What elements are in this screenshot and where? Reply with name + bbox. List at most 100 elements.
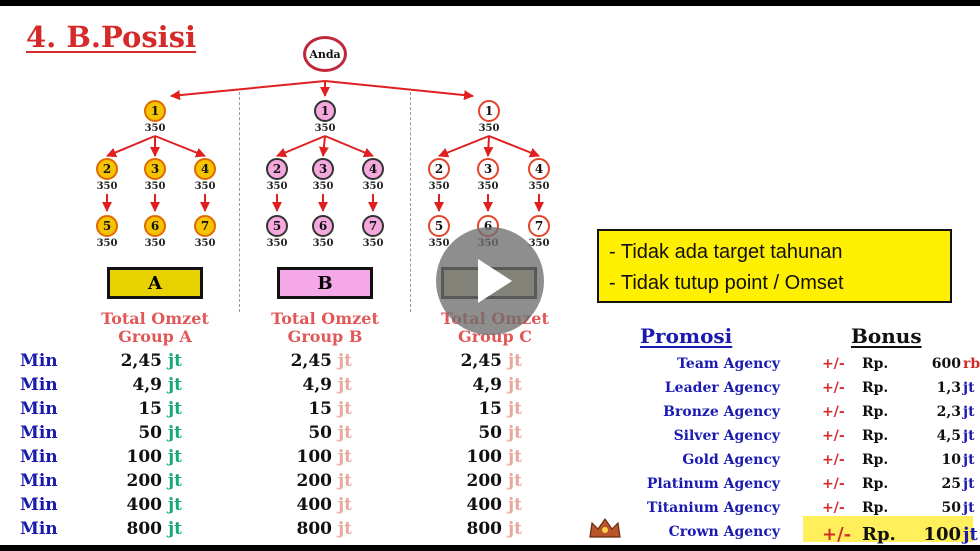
omzet-amount: 400 [126, 495, 163, 515]
omzet-line: Group A [118, 327, 192, 346]
omzet-amount: 200 [126, 471, 163, 491]
node-points: 350 [96, 238, 118, 249]
promotion-name: Leader Agency [664, 380, 780, 396]
omzet-line: Total Omzet [271, 309, 379, 328]
level2-arrow [324, 135, 374, 158]
unit-label: jt [338, 495, 353, 515]
min-label: Min [20, 447, 58, 467]
currency-label: Rp. [862, 476, 889, 492]
omzet-amount: 100 [126, 447, 163, 467]
currency-label: Rp. [862, 356, 889, 372]
bonus-value: 100 [923, 524, 961, 545]
level2-arrow [276, 135, 326, 158]
node-points: 350 [96, 181, 118, 192]
bonus-value: 25 [941, 476, 961, 492]
plus-minus: +/- [822, 452, 845, 468]
unit-label: jt [338, 519, 353, 539]
omzet-amount: 15 [138, 399, 162, 419]
min-label: Min [20, 375, 58, 395]
currency-label: Rp. [862, 428, 889, 444]
group-divider [410, 92, 411, 312]
promotion-name: Silver Agency [673, 428, 780, 444]
bonus-header: Bonus [851, 324, 922, 348]
tree-node: 3 [312, 158, 334, 180]
bonus-unit: jt [963, 500, 975, 516]
tree-node: 2 [266, 158, 288, 180]
omzet-amount: 50 [308, 423, 332, 443]
promosi-header: Promosi [640, 324, 733, 348]
tree-node: 7 [362, 215, 384, 237]
tree-node: 7 [528, 215, 550, 237]
node-points: 350 [478, 123, 500, 134]
play-icon[interactable] [436, 227, 544, 335]
plus-minus: +/- [822, 524, 852, 545]
promotion-name: Crown Agency [668, 524, 780, 540]
promotion-name: Titanium Agency [646, 500, 780, 516]
node-points: 350 [266, 238, 288, 249]
min-label: Min [20, 399, 58, 419]
node-points: 350 [362, 238, 384, 249]
omzet-amount: 200 [296, 471, 333, 491]
promotion-name: Platinum Agency [646, 476, 780, 492]
unit-label: jt [168, 519, 183, 539]
bonus-value: 2,3 [936, 404, 961, 420]
omzet-line: Total Omzet [101, 309, 209, 328]
tree-node: 1 [314, 100, 336, 122]
tree-node: 4 [528, 158, 550, 180]
omzet-amount: 400 [296, 495, 333, 515]
min-label: Min [20, 495, 58, 515]
omzet-amount: 4,9 [472, 375, 502, 395]
omzet-amount: 800 [466, 519, 503, 539]
node-points: 350 [266, 181, 288, 192]
omzet-amount: 800 [296, 519, 333, 539]
unit-label: jt [168, 375, 183, 395]
bonus-unit: jt [963, 524, 978, 545]
level2-arrow [318, 135, 329, 157]
omzet-amount: 50 [478, 423, 502, 443]
tree-node: 1 [144, 100, 166, 122]
unit-label: jt [338, 375, 353, 395]
min-label: Min [20, 471, 58, 491]
level2-arrow [488, 135, 540, 158]
unit-label: jt [338, 399, 353, 419]
omzet-line: Group B [287, 327, 363, 346]
omzet-amount: 2,45 [460, 351, 502, 371]
bonus-unit: jt [963, 452, 975, 468]
bonus-unit: jt [963, 380, 975, 396]
bonus-value: 600 [931, 356, 961, 372]
unit-label: jt [338, 423, 353, 443]
tree-node: 7 [194, 215, 216, 237]
currency-label: Rp. [862, 404, 889, 420]
unit-label: jt [508, 375, 523, 395]
plus-minus: +/- [822, 476, 845, 492]
tree-node: 5 [96, 215, 118, 237]
level2-arrow [483, 135, 494, 157]
omzet-amount: 2,45 [120, 351, 162, 371]
tree-node: 2 [428, 158, 450, 180]
unit-label: jt [338, 447, 353, 467]
tree-node: 2 [96, 158, 118, 180]
promotion-name: Gold Agency [682, 452, 780, 468]
plus-minus: +/- [822, 428, 845, 444]
node-points: 350 [194, 238, 216, 249]
min-label: Min [20, 519, 58, 539]
currency-label: Rp. [862, 524, 896, 545]
bonus-unit: jt [963, 476, 975, 492]
unit-label: jt [168, 471, 183, 491]
group-box-b: B [277, 267, 373, 299]
plus-minus: +/- [822, 356, 845, 372]
plus-minus: +/- [822, 380, 845, 396]
root-node-anda: Anda [303, 36, 347, 72]
tree-node: 3 [477, 158, 499, 180]
